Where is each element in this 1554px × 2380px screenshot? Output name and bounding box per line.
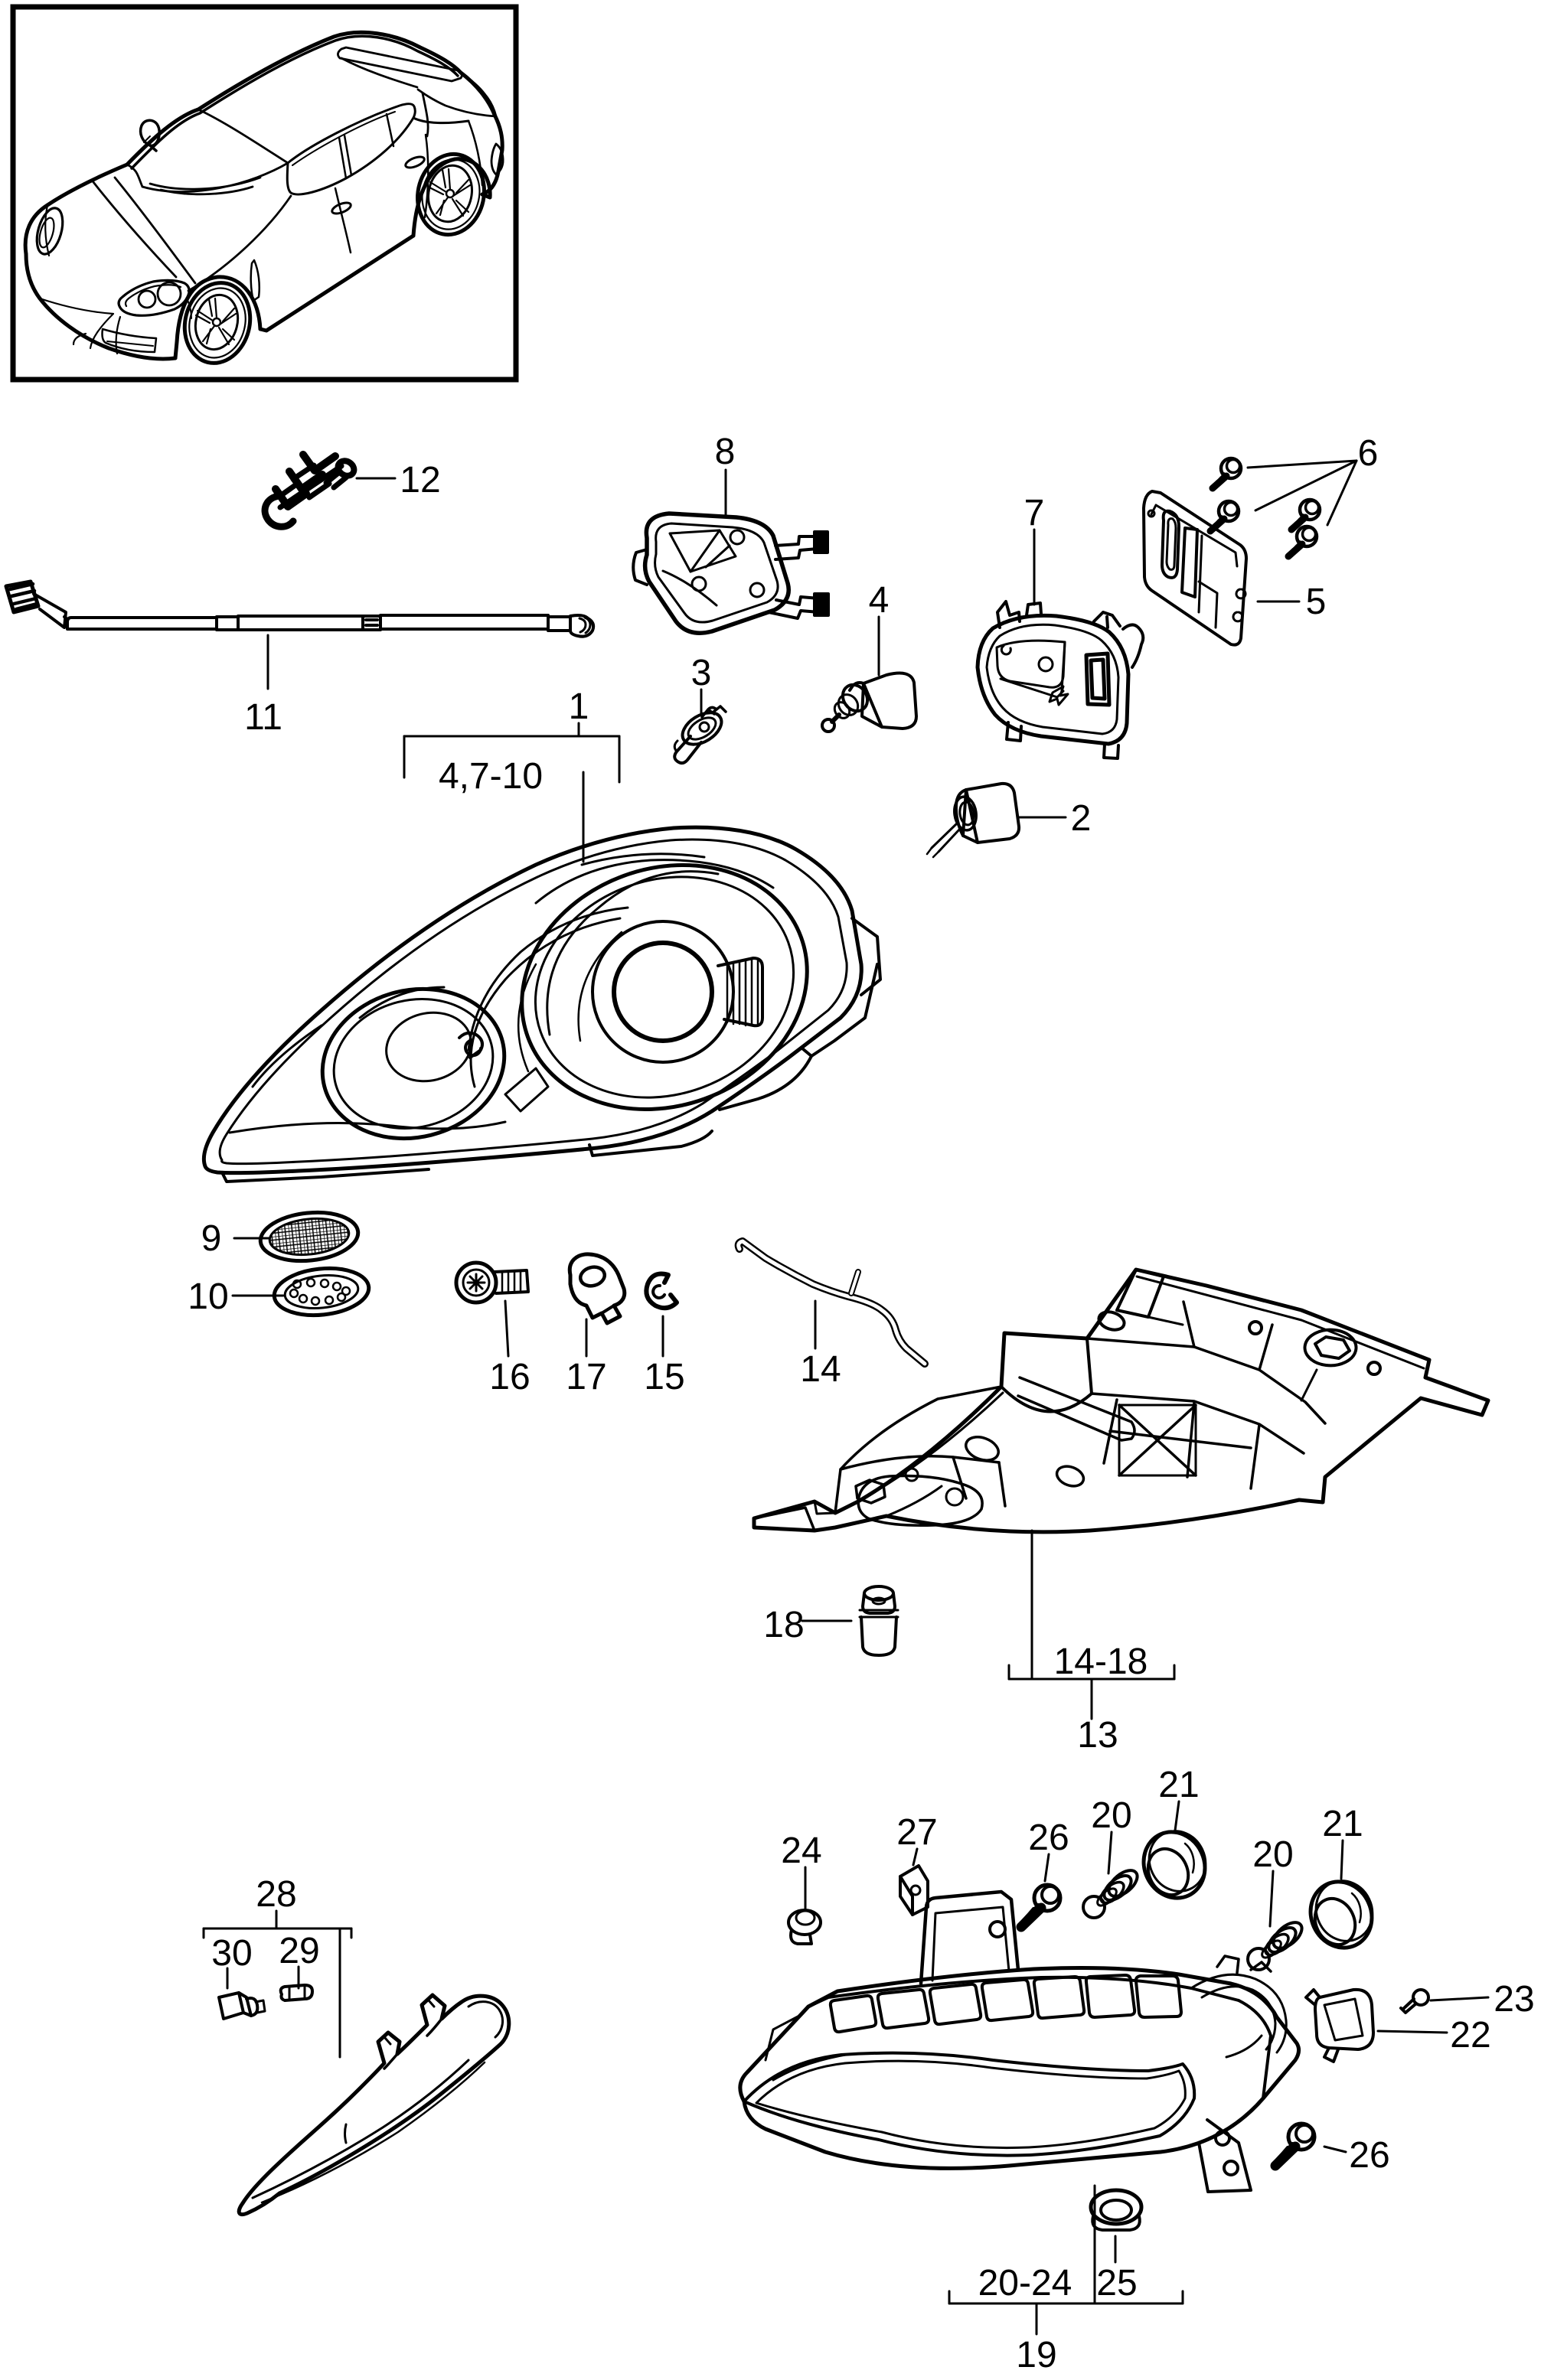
svg-text:14-18: 14-18 — [1054, 1642, 1148, 1682]
svg-text:14: 14 — [800, 1349, 841, 1390]
svg-text:4,7-10: 4,7-10 — [439, 756, 543, 797]
svg-text:26: 26 — [1028, 1818, 1069, 1858]
svg-text:17: 17 — [566, 1357, 606, 1397]
svg-text:27: 27 — [896, 1812, 937, 1853]
svg-text:20-24: 20-24 — [978, 2263, 1072, 2303]
svg-text:1: 1 — [569, 686, 589, 727]
svg-text:15: 15 — [644, 1357, 684, 1397]
svg-text:24: 24 — [781, 1831, 821, 1871]
svg-text:5: 5 — [1306, 582, 1327, 622]
svg-text:22: 22 — [1450, 2015, 1490, 2056]
svg-text:11: 11 — [244, 697, 282, 738]
svg-text:4: 4 — [869, 580, 890, 621]
svg-text:20: 20 — [1252, 1834, 1293, 1875]
svg-text:19: 19 — [1016, 2335, 1056, 2375]
svg-text:28: 28 — [256, 1874, 296, 1915]
svg-text:30: 30 — [211, 1933, 252, 1974]
svg-text:12: 12 — [400, 460, 440, 500]
svg-text:10: 10 — [188, 1276, 228, 1317]
svg-text:26: 26 — [1349, 2135, 1389, 2176]
svg-text:8: 8 — [715, 432, 736, 472]
svg-text:18: 18 — [763, 1605, 804, 1645]
svg-text:7: 7 — [1024, 493, 1045, 533]
svg-text:3: 3 — [691, 653, 712, 693]
svg-text:6: 6 — [1358, 433, 1379, 474]
svg-text:16: 16 — [489, 1357, 530, 1397]
svg-text:2: 2 — [1071, 798, 1092, 839]
svg-text:23: 23 — [1494, 1979, 1534, 2020]
svg-text:21: 21 — [1158, 1765, 1199, 1805]
svg-text:21: 21 — [1322, 1804, 1363, 1844]
svg-text:25: 25 — [1096, 2263, 1137, 2303]
svg-text:20: 20 — [1091, 1795, 1131, 1836]
svg-text:9: 9 — [201, 1218, 222, 1259]
svg-text:29: 29 — [279, 1931, 319, 1971]
svg-text:13: 13 — [1077, 1715, 1118, 1756]
